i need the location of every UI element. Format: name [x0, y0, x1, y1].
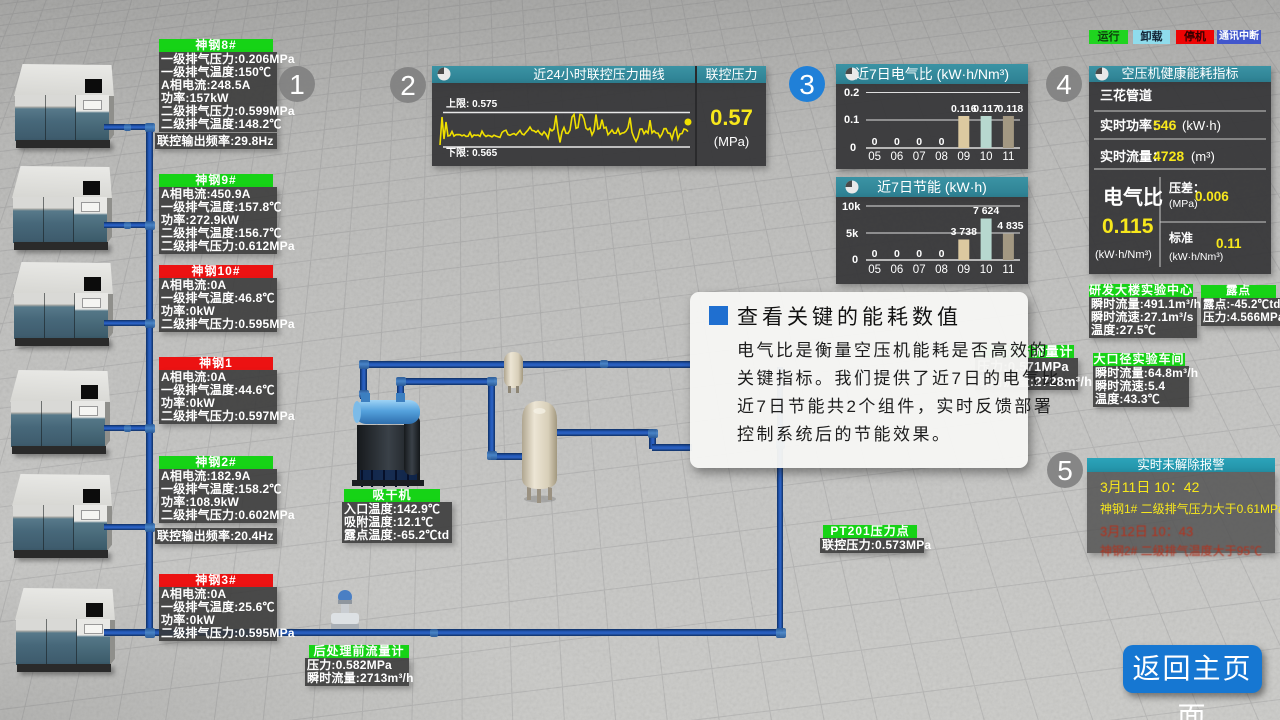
svg-text:0: 0 — [894, 248, 900, 260]
svg-text:0: 0 — [894, 136, 900, 148]
svg-text:(kW·h/Nm³): (kW·h/Nm³) — [1095, 249, 1152, 261]
svg-text:4 835: 4 835 — [997, 220, 1023, 232]
svg-text:下限: 0.565: 下限: 0.565 — [446, 147, 498, 159]
svg-text:10k: 10k — [842, 201, 861, 213]
svg-text:0: 0 — [872, 248, 878, 260]
svg-text:09: 09 — [957, 151, 970, 163]
svg-text:11: 11 — [1002, 264, 1014, 276]
svg-text:0.1: 0.1 — [844, 114, 859, 126]
svg-text:0: 0 — [852, 254, 858, 266]
svg-text:(kW·h): (kW·h) — [1182, 118, 1221, 133]
svg-text:4728: 4728 — [1153, 148, 1184, 164]
svg-text:压差：: 压差： — [1169, 180, 1205, 195]
svg-text:3 738: 3 738 — [951, 226, 977, 238]
svg-text:实时流量：: 实时流量： — [1100, 149, 1165, 164]
svg-text:0.11: 0.11 — [1216, 236, 1242, 251]
svg-text:0.116: 0.116 — [951, 103, 977, 115]
svg-text:7 624: 7 624 — [973, 205, 999, 217]
svg-text:标准: 标准 — [1168, 230, 1193, 245]
svg-text:三花管道: 三花管道 — [1100, 88, 1152, 103]
svg-text:07: 07 — [913, 151, 926, 163]
svg-text:0: 0 — [916, 248, 922, 260]
svg-text:0.006: 0.006 — [1195, 189, 1229, 204]
svg-text:0: 0 — [939, 136, 945, 148]
svg-text:546: 546 — [1153, 117, 1177, 133]
svg-text:0: 0 — [916, 136, 922, 148]
svg-text:08: 08 — [935, 151, 948, 163]
svg-text:0.115: 0.115 — [1102, 215, 1154, 238]
svg-text:(MPa): (MPa) — [1169, 198, 1198, 210]
svg-text:0: 0 — [872, 136, 878, 148]
svg-text:05: 05 — [868, 264, 881, 276]
svg-text:上限: 0.575: 上限: 0.575 — [446, 97, 498, 110]
svg-text:0: 0 — [850, 142, 856, 154]
svg-text:0: 0 — [939, 248, 945, 260]
svg-text:电气比: 电气比 — [1103, 185, 1163, 209]
svg-text:0.117: 0.117 — [973, 103, 999, 115]
svg-text:11: 11 — [1002, 151, 1014, 163]
svg-text:10: 10 — [980, 151, 993, 163]
svg-text:5k: 5k — [846, 228, 859, 240]
svg-text:(m³): (m³) — [1191, 149, 1215, 164]
svg-text:09: 09 — [957, 264, 970, 276]
svg-text:(kW·h/Nm³): (kW·h/Nm³) — [1169, 251, 1223, 263]
svg-text:05: 05 — [868, 151, 881, 163]
svg-text:06: 06 — [891, 264, 904, 276]
svg-text:0.118: 0.118 — [998, 103, 1024, 115]
svg-text:10: 10 — [980, 264, 993, 276]
svg-text:实时功率：: 实时功率： — [1100, 118, 1165, 133]
svg-text:06: 06 — [891, 151, 904, 163]
svg-text:07: 07 — [913, 264, 926, 276]
svg-text:0.2: 0.2 — [844, 87, 859, 99]
svg-text:08: 08 — [935, 264, 948, 276]
